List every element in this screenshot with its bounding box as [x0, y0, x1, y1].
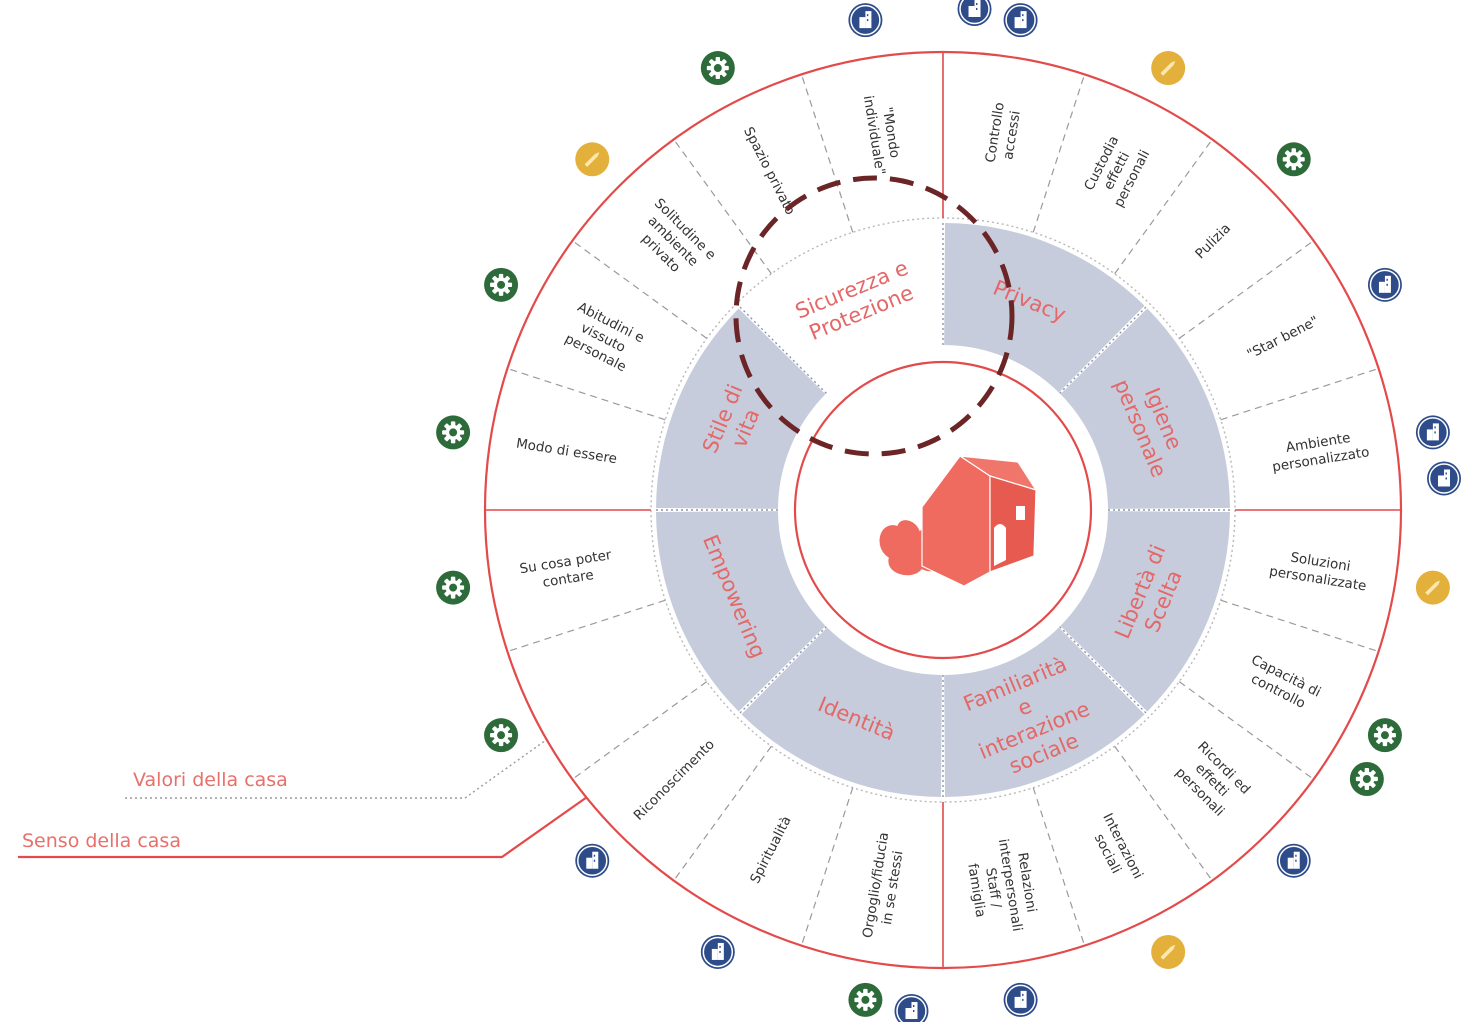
sense-divider [507, 367, 666, 421]
legend: Valori della casa Senso della casa [18, 704, 598, 859]
sense-label-controllo-accessi: accessi [1000, 110, 1024, 161]
building-icon [1275, 842, 1312, 879]
building-icon [847, 2, 884, 38]
sense-leader-line [18, 789, 598, 859]
building-icon [1002, 982, 1039, 1018]
building-icon [893, 993, 930, 1022]
gear-icon [1367, 718, 1402, 753]
value-sector-igiene-personale [1060, 308, 1230, 509]
values-legend-label: Valori della casa [133, 769, 288, 791]
value-divider [1059, 626, 1147, 714]
value-divider [1059, 306, 1147, 394]
building-icon [956, 0, 993, 27]
gear-icon [1276, 142, 1311, 177]
value-sector-empowering [656, 511, 826, 712]
value-divider [739, 626, 827, 714]
center [793, 360, 1093, 660]
building-icon [1426, 460, 1462, 497]
sense-divider [1114, 139, 1213, 275]
sense-divider [1220, 367, 1379, 421]
pencil-icon [1151, 51, 1186, 86]
pencil-icon [1415, 570, 1450, 605]
pencil-icon [575, 142, 610, 177]
sense-divider [800, 787, 854, 946]
sense-divider [507, 599, 666, 653]
gear-icon [436, 570, 471, 605]
sense-label-su-cosa-poter-contare: contare [542, 567, 595, 591]
highlight-dashed-circle [733, 175, 1015, 457]
building-icon [1367, 267, 1403, 303]
value-sector-identita [741, 627, 942, 797]
gear-icon [484, 718, 519, 753]
gear-icon [700, 51, 735, 86]
building-icon [1415, 414, 1451, 451]
sense-divider [673, 745, 772, 881]
sense-divider [800, 74, 854, 233]
sense-divider [1220, 599, 1379, 653]
building-icon [574, 842, 611, 879]
gear-icon [436, 415, 471, 450]
sense-divider [673, 139, 772, 275]
value-sector-privacy [944, 223, 1145, 393]
sense-label-relazioni-interpersonali-staff-famiglia: Staff / [982, 867, 1004, 910]
value-sector-stile-di-vita [656, 308, 826, 509]
sense-divider [572, 681, 708, 780]
value-divider [739, 306, 827, 394]
sense-label-mondo-individuale: "Mondo [879, 106, 903, 159]
gear-icon [1349, 761, 1384, 796]
house-with-bush-icon [878, 455, 1038, 587]
sense-divider [1114, 745, 1213, 881]
building-icon [1002, 2, 1039, 38]
sense-divider [1032, 74, 1086, 233]
pencil-icon [1151, 934, 1186, 969]
sense-divider [1178, 681, 1314, 780]
sense-divider [1032, 787, 1086, 946]
value-sector-liberta-di-scelta [1060, 511, 1230, 712]
gear-icon [484, 267, 519, 302]
sense-divider [572, 240, 708, 339]
sense-legend-label: Senso della casa [22, 830, 181, 852]
gear-icon [848, 982, 883, 1017]
building-icon [700, 934, 736, 970]
sense-divider [1178, 240, 1314, 339]
value-sector-familiarita-e-interazione-sociale [944, 627, 1145, 797]
